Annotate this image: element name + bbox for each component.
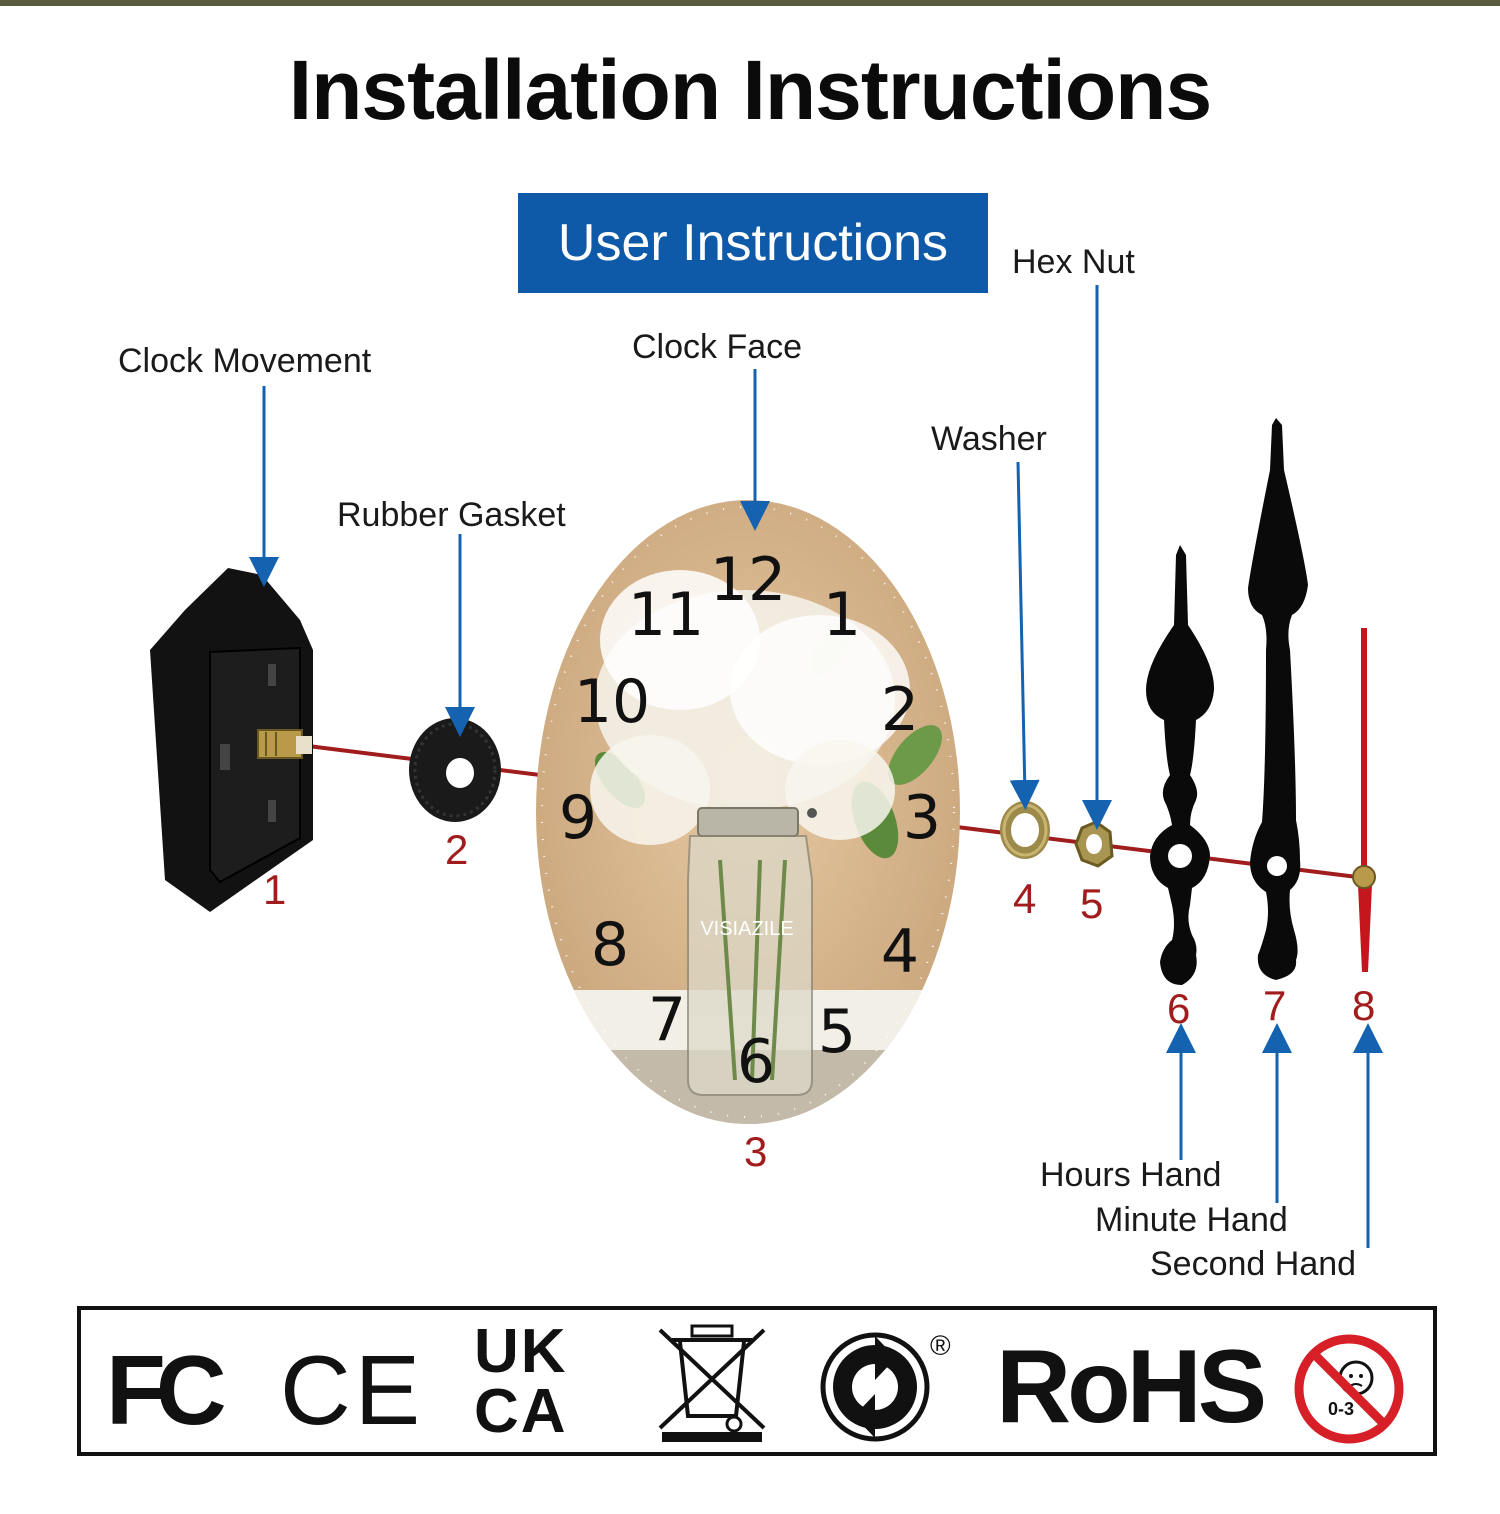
user-instructions-banner: User Instructions <box>518 193 988 293</box>
clock-face-label: Clock Face <box>632 328 803 366</box>
minute-hand-label: Minute Hand <box>1095 1201 1288 1239</box>
arrow-washer <box>1009 461 1040 810</box>
hours-hand-icon <box>1146 545 1215 985</box>
hours-hand-label: Hours Hand <box>1040 1156 1222 1194</box>
no-kids-icon: 0-3 <box>1294 1334 1404 1444</box>
exploded-diagram: 12 1 2 3 4 5 6 7 8 9 10 11 VISIAZILE <box>150 285 1383 1248</box>
registered-mark: ® <box>930 1330 951 1361</box>
numeral-9: 9 <box>559 783 597 853</box>
top-border <box>0 0 1500 6</box>
part-number-8: 8 <box>1352 982 1376 1029</box>
part-number-5: 5 <box>1080 880 1104 927</box>
age-label: 0-3 <box>1328 1399 1354 1419</box>
rubber-gasket-label: Rubber Gasket <box>337 496 566 534</box>
ukca-mark-bottom: CA <box>474 1377 568 1446</box>
part-number-3: 3 <box>744 1128 768 1175</box>
numeral-12: 12 <box>710 545 786 615</box>
second-hand-icon <box>1352 628 1376 972</box>
minute-hand-icon <box>1248 418 1308 980</box>
clock-face-icon: 12 1 2 3 4 5 6 7 8 9 10 11 VISIAZILE <box>536 500 960 1124</box>
fc-mark: FC <box>106 1335 227 1445</box>
clock-movement-icon <box>150 568 313 912</box>
certifications-panel <box>77 1306 1437 1456</box>
part-number-6: 6 <box>1167 985 1191 1032</box>
washer-icon <box>1000 801 1050 859</box>
hex-nut-label: Hex Nut <box>1012 243 1135 281</box>
banner-label: User Instructions <box>557 214 949 272</box>
numeral-10: 10 <box>574 667 650 737</box>
brand-text: VISIAZILE <box>700 918 793 940</box>
ukca-mark-top: UK <box>474 1317 568 1386</box>
washer-label: Washer <box>931 420 1047 458</box>
part-number-1: 1 <box>263 866 287 913</box>
numeral-3: 3 <box>903 783 941 853</box>
rubber-gasket-icon <box>409 718 501 822</box>
numeral-5: 5 <box>818 997 856 1067</box>
rohs-mark: RoHS <box>996 1329 1267 1445</box>
numeral-7: 7 <box>648 985 686 1055</box>
pointer-arrows <box>249 285 1383 1248</box>
ce-mark: CE <box>280 1335 425 1445</box>
numeral-2: 2 <box>881 675 919 745</box>
hex-nut-icon <box>1074 820 1114 868</box>
second-hand-label: Second Hand <box>1150 1245 1357 1283</box>
green-dot-icon <box>820 1332 930 1442</box>
page-title: Installation Instructions <box>288 43 1212 137</box>
clock-movement-label: Clock Movement <box>118 342 372 380</box>
part-number-2: 2 <box>445 826 469 873</box>
numeral-8: 8 <box>591 910 629 980</box>
part-number-7: 7 <box>1263 982 1287 1029</box>
numeral-11: 11 <box>628 580 704 650</box>
part-number-4: 4 <box>1013 875 1037 922</box>
weee-bin-icon <box>658 1324 766 1442</box>
numeral-4: 4 <box>881 917 919 987</box>
numeral-6: 6 <box>737 1027 775 1097</box>
numeral-1: 1 <box>823 580 861 650</box>
